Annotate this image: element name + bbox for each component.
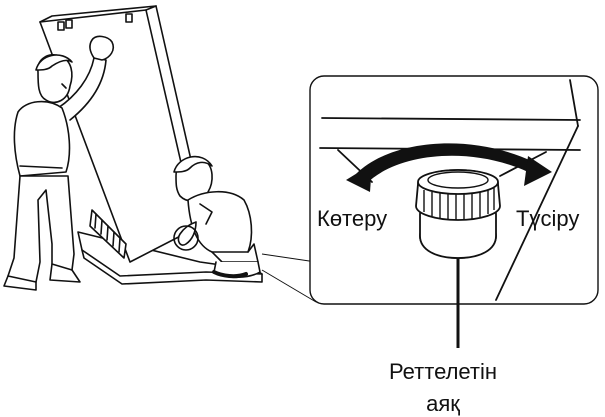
adjustable-foot — [416, 170, 500, 258]
raise-label: Көтеру — [317, 208, 387, 230]
lower-label: Түсіру — [516, 208, 579, 230]
adjustable-foot-label: Реттелетін аяқ — [378, 356, 508, 417]
callout-lines — [262, 254, 316, 302]
